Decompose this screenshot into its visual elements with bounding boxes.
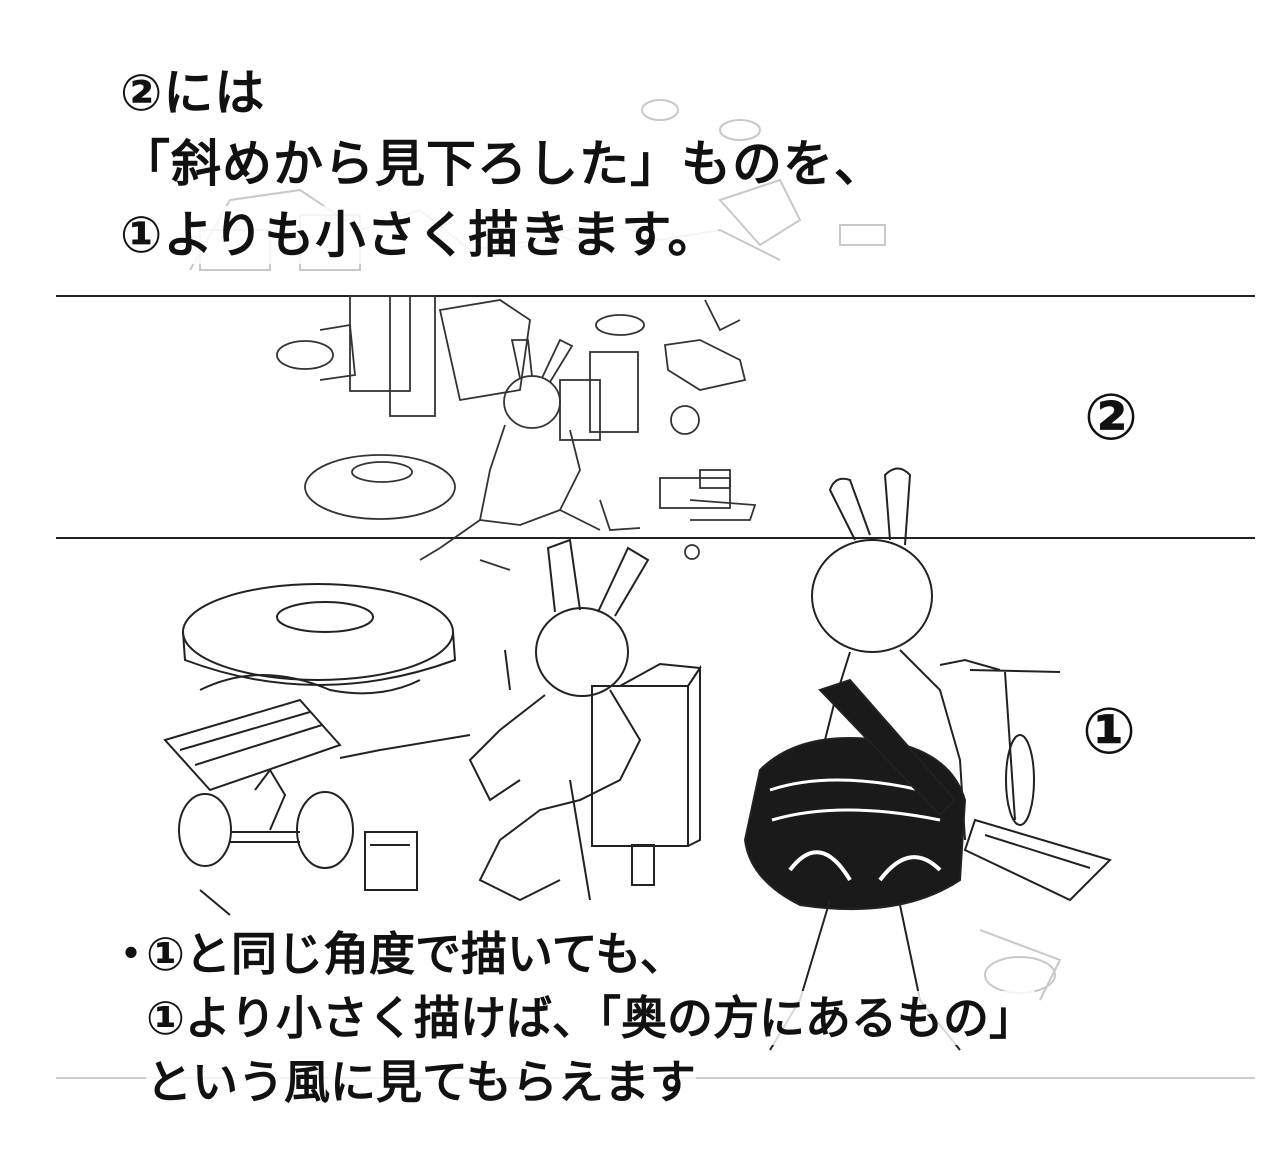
note-bullet: ・ — [108, 927, 154, 981]
heading-line1: ②には — [120, 64, 266, 122]
panel1-bag — [743, 737, 967, 911]
panel2-rabbit-head — [503, 375, 561, 429]
note-line2: ①より小さく描けば、「奥の方にあるもの」 — [146, 991, 1036, 1045]
panel1-label: ① — [1082, 695, 1137, 769]
panel1-crate — [591, 685, 689, 847]
heading-line3: ①よりも小さく描きます。 — [120, 206, 719, 264]
heading: ②には 「斜めから見下ろした」ものを、 ①よりも小さく描きます。 — [120, 58, 885, 271]
note-line1: ①と同じ角度で描いても、 — [146, 927, 686, 981]
panel2-scene — [276, 295, 757, 571]
panel2-label: ② — [1084, 381, 1139, 455]
heading-line2: 「斜めから見下ろした」ものを、 — [120, 135, 885, 193]
note-line3: という風に見てもらえます — [146, 1055, 696, 1109]
panel1-walking-rabbit-head — [811, 539, 933, 653]
panel1-rabbit-mechanic-head — [535, 607, 629, 697]
panel2-tire — [304, 454, 456, 520]
panel1-scooter — [969, 669, 1061, 673]
bottom-note: ・①と同じ角度で描いても、 ①より小さく描けば、「奥の方にあるもの」 という風に… — [108, 922, 1036, 1114]
